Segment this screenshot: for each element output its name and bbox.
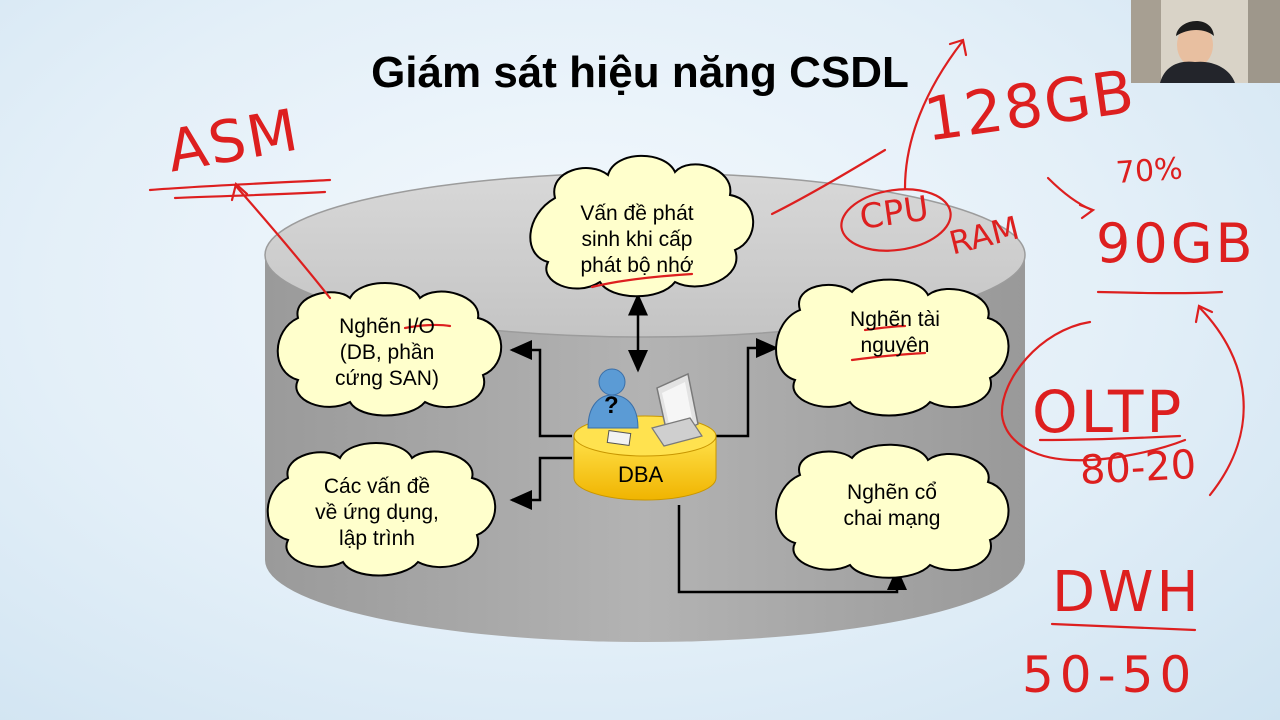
person-icon (587, 368, 639, 447)
ink-target-size: 90GB (1096, 212, 1256, 275)
cloud-io-line-3: cứng SAN) (335, 367, 439, 390)
ink-dwh-ratio: 50-50 (1022, 646, 1198, 704)
cloud-network-line-2: chai mạng (843, 507, 941, 530)
cloud-app (266, 442, 497, 577)
cloud-app-line-1: Các vấn đề (323, 475, 431, 498)
dba-label: DBA (618, 462, 664, 487)
cloud-io (276, 282, 503, 417)
cloud-network-text: Nghẽn cổ chai mạng (807, 480, 977, 532)
cloud-memory-line-3: phát bộ nhớ (580, 254, 694, 277)
cloud-app-text: Các vấn đề về ứng dụng, lập trình (292, 474, 462, 552)
ink-oltp-ratio: 80-20 (1078, 441, 1198, 494)
ink-percent: 70% (1114, 151, 1184, 191)
cloud-resource-text: Nghẽn tài nguyên (810, 307, 980, 359)
connector-arrows (509, 293, 907, 594)
ink-dwh: DWH (1052, 560, 1202, 625)
presenter-webcam (1131, 0, 1280, 83)
cloud-memory-text: Vấn đề phát sinh khi cấp phát bộ nhớ (552, 201, 722, 279)
cloud-io-line-1: Nghẽn I/O (339, 315, 435, 338)
cloud-memory-line-1: Vấn đề phát (580, 202, 694, 225)
cloud-resource-line-2: nguyên (860, 334, 930, 357)
cloud-resource (775, 278, 1010, 417)
ink-strokes (148, 38, 1245, 632)
cloud-app-line-2: về ứng dụng, (315, 501, 439, 524)
computer-icon (651, 372, 703, 447)
cloud-memory (529, 154, 755, 298)
cloud-network (775, 443, 1010, 579)
cloud-io-text: Nghẽn I/O (DB, phần cứng SAN) (302, 314, 472, 392)
cloud-resource-line-1: Nghẽn tài (850, 308, 940, 331)
slide-title: Giám sát hiệu năng CSDL (371, 48, 909, 97)
cloud-network-line-1: Nghẽn cổ (847, 481, 937, 504)
cloud-memory-line-2: sinh khi cấp (581, 228, 693, 251)
cloud-app-line-3: lập trình (339, 527, 415, 550)
ink-oltp: OLTP (1032, 378, 1185, 446)
question-mark: ? (604, 392, 619, 419)
cloud-io-line-2: (DB, phần (339, 341, 435, 364)
